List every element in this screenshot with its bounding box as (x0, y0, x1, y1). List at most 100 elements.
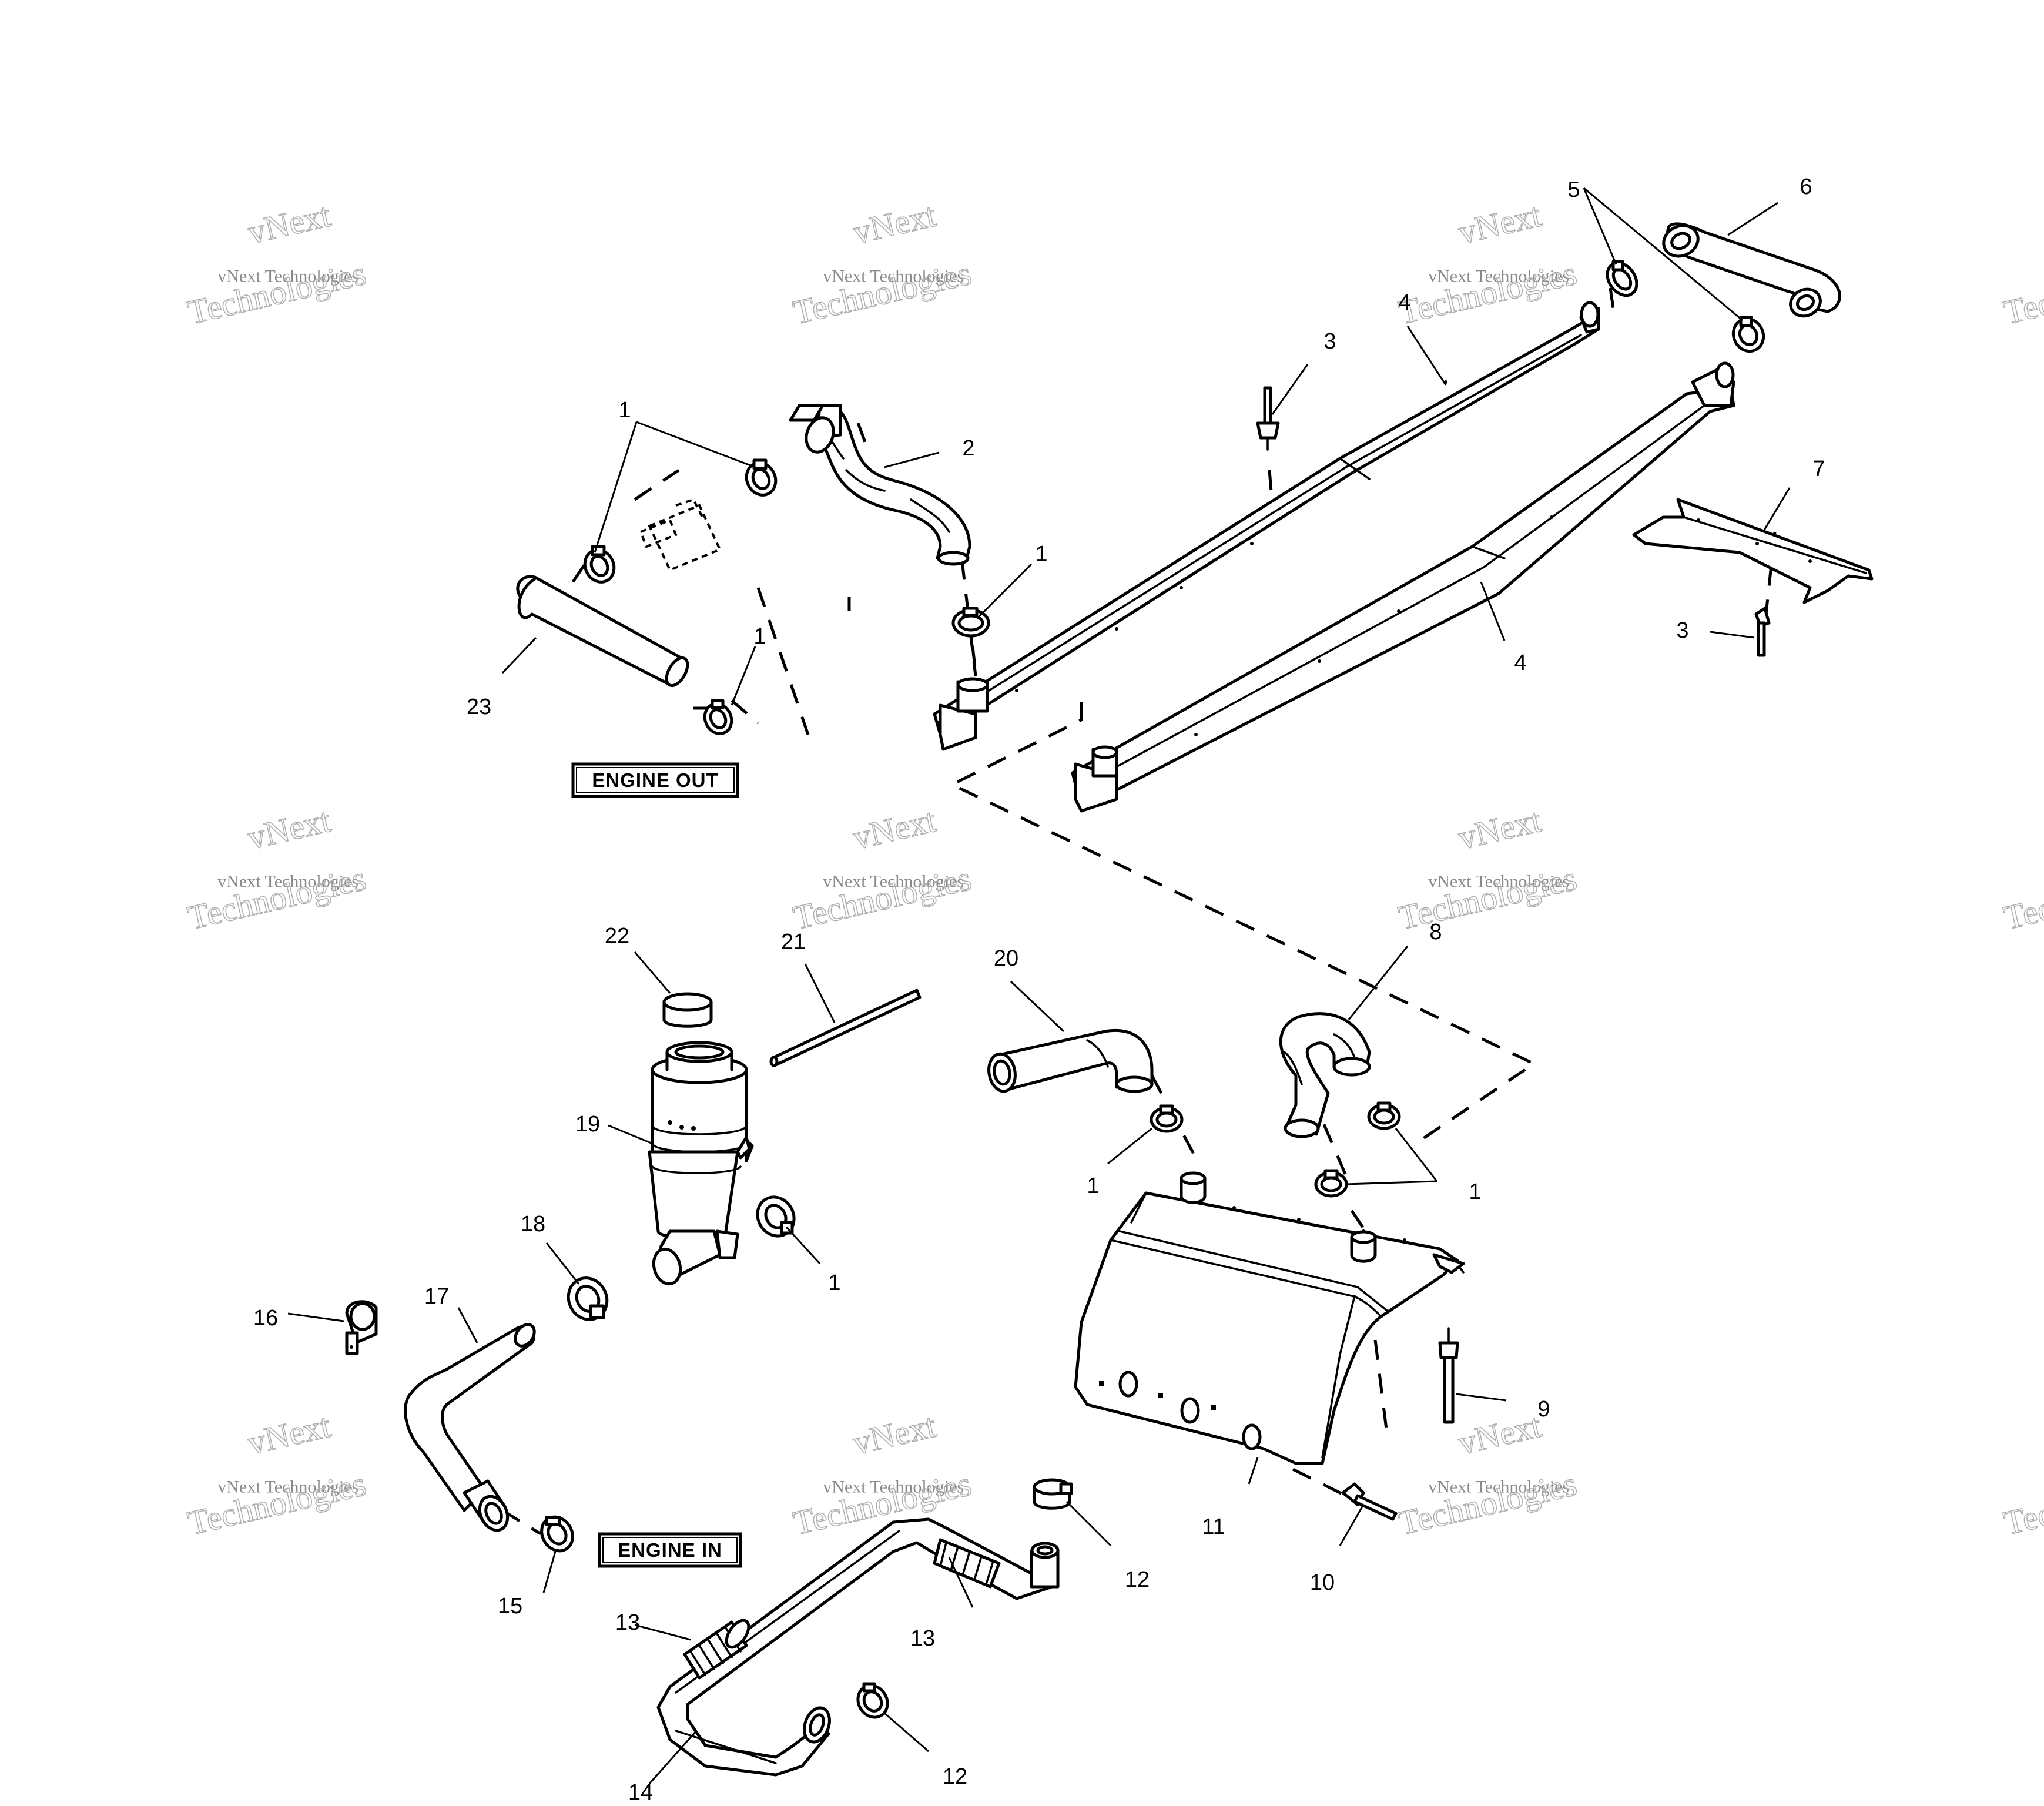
svg-text:Technologies: Technologies (1395, 254, 1580, 332)
svg-text:vNext Technologies: vNext Technologies (823, 267, 964, 286)
svg-text:Technologies: Technologies (2001, 254, 2044, 332)
engine-in-label: ENGINE IN (598, 1532, 742, 1568)
part-5-clamp-a (1606, 260, 1638, 297)
callout-23: 23 (467, 695, 491, 719)
callout-2: 2 (962, 436, 974, 461)
callout-13: 13 (615, 1610, 640, 1635)
svg-text:ENGINE IN: ENGINE IN (618, 1539, 722, 1561)
svg-text:vNext: vNext (1455, 801, 1544, 857)
callout-numbers: 1 2 1 1 3 4 5 6 7 3 4 23 22 21 20 8 19 1… (253, 175, 1825, 1805)
part-13-coil-right (933, 1538, 1001, 1589)
callout-18: 18 (521, 1212, 545, 1237)
watermark: vNext vNext Technologies Technologies (184, 1406, 370, 1543)
part-1-clamp-f (1150, 1104, 1184, 1133)
part-1-clamp-a (583, 545, 616, 584)
callout-13: 13 (910, 1626, 935, 1651)
callout-19: 19 (575, 1112, 600, 1137)
part-2-hose (789, 404, 971, 566)
svg-text:Technologies: Technologies (185, 254, 370, 332)
part-12-clamp-a (1033, 1478, 1073, 1510)
svg-text:vNext: vNext (849, 1406, 939, 1462)
svg-text:vNext: vNext (244, 196, 334, 252)
part-6-hose (1662, 222, 1841, 318)
callout-9: 9 (1537, 1397, 1550, 1422)
svg-text:Technologies: Technologies (185, 859, 370, 937)
watermark: vNext vNext Technologies Technologies (184, 195, 370, 332)
callout-1: 1 (618, 398, 631, 423)
part-12-clamp-b (856, 1682, 889, 1719)
part-1-clamp-h (1314, 1169, 1348, 1198)
svg-text:vNext Technologies: vNext Technologies (823, 1477, 964, 1497)
watermark: Technologies (2000, 859, 2044, 937)
callout-14: 14 (628, 1780, 653, 1805)
part-4-lower-rail (1071, 361, 1735, 813)
svg-text:vNext Technologies: vNext Technologies (217, 872, 358, 892)
callout-16: 16 (253, 1306, 278, 1331)
part-11-heat-exchanger (1074, 1171, 1465, 1465)
svg-text:vNext Technologies: vNext Technologies (1428, 872, 1569, 892)
part-10-screw (1341, 1482, 1398, 1521)
watermark: vNext vNext Technologies Technologies (184, 800, 370, 937)
callout-7: 7 (1812, 457, 1825, 481)
callout-8: 8 (1429, 920, 1442, 944)
watermark: Technologies (2000, 1464, 2044, 1543)
svg-text:vNext: vNext (849, 196, 939, 252)
watermark: vNext vNext Technologies Technologies (789, 195, 976, 332)
callout-21: 21 (781, 930, 806, 954)
part-7-bracket (1632, 498, 1874, 604)
callout-3: 3 (1323, 329, 1336, 354)
svg-text:vNext Technologies: vNext Technologies (217, 1477, 358, 1497)
callout-1: 1 (753, 624, 766, 649)
watermark: vNext vNext Technologies Technologies (789, 800, 976, 937)
part-15-clamp (540, 1515, 574, 1553)
svg-text:Technologies: Technologies (2001, 1465, 2044, 1543)
callout-12: 12 (1125, 1567, 1150, 1592)
svg-text:vNext Technologies: vNext Technologies (823, 872, 964, 892)
svg-text:vNext: vNext (849, 801, 939, 857)
watermark: Technologies (2000, 253, 2044, 332)
callout-1: 1 (1469, 1180, 1481, 1204)
svg-text:vNext: vNext (244, 1406, 334, 1462)
part-16-clip (345, 1300, 378, 1355)
svg-text:vNext: vNext (244, 801, 334, 857)
part-19-reservoir (648, 1041, 754, 1286)
part-20-hose (987, 1029, 1154, 1093)
svg-text:Technologies: Technologies (790, 254, 975, 332)
engine-out-label: ENGINE OUT (571, 762, 739, 798)
svg-text:Technologies: Technologies (185, 1465, 370, 1543)
callout-1: 1 (1035, 542, 1047, 567)
part-9-bolt (1438, 1327, 1459, 1424)
watermark: vNext vNext Technologies Technologies (1395, 1406, 1581, 1543)
svg-text:Technologies: Technologies (2001, 859, 2044, 937)
svg-text:Technologies: Technologies (790, 859, 975, 937)
callout-3: 3 (1676, 618, 1688, 643)
callout-1: 1 (1087, 1174, 1099, 1198)
part-18-clamp (567, 1276, 609, 1321)
callout-11: 11 (1202, 1515, 1225, 1539)
svg-text:ENGINE OUT: ENGINE OUT (592, 769, 718, 791)
callout-6: 6 (1800, 175, 1812, 199)
part-1-clamp-b (745, 458, 778, 497)
callout-4: 4 (1514, 651, 1526, 675)
callout-12: 12 (943, 1764, 967, 1789)
svg-text:vNext: vNext (1455, 1406, 1544, 1462)
svg-text:vNext Technologies: vNext Technologies (1428, 1477, 1569, 1497)
part-21-rod (769, 989, 922, 1067)
svg-text:vNext Technologies: vNext Technologies (1428, 267, 1569, 286)
callout-22: 22 (605, 924, 629, 949)
watermark: vNext vNext Technologies Technologies (789, 1406, 976, 1543)
part-3-bolt-b (1754, 607, 1771, 657)
part-4-upper-rail (933, 301, 1600, 751)
part-1-clamp-g (1367, 1101, 1401, 1130)
part-8-hose (1279, 1012, 1371, 1138)
svg-text:vNext: vNext (1455, 196, 1544, 252)
ghost-fitting (639, 498, 722, 572)
part-17-hose (404, 1323, 536, 1532)
callout-15: 15 (498, 1594, 522, 1619)
callout-17: 17 (424, 1284, 449, 1309)
callout-10: 10 (1310, 1570, 1335, 1595)
svg-text:Technologies: Technologies (1395, 859, 1580, 937)
part-22-cap (662, 992, 713, 1028)
part-3-bolt-a (1256, 386, 1280, 451)
